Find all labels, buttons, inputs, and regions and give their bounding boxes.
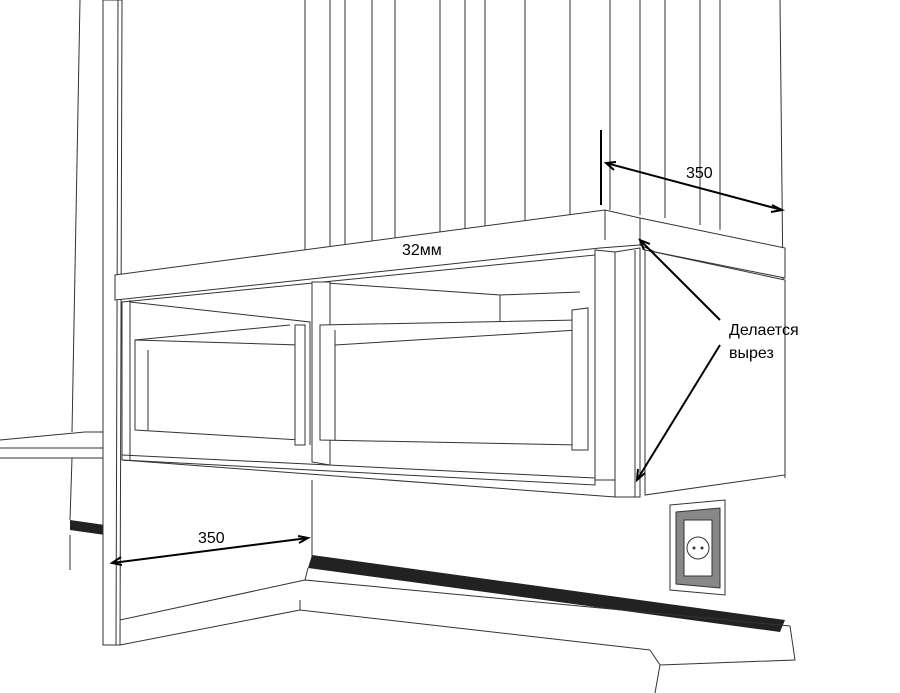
- thickness-label: 32мм: [402, 242, 442, 259]
- left-countertop: [0, 0, 105, 570]
- cabinet-body: [121, 247, 786, 498]
- power-socket-icon: [669, 499, 726, 596]
- dimension-label-top: 350: [686, 165, 713, 182]
- cutout-label-line1: Делается: [729, 322, 799, 339]
- countertop: [119, 555, 796, 693]
- dimension-arrows: [109, 130, 786, 566]
- left-side-panel: [102, 0, 123, 646]
- cutout-label-line2: вырез: [729, 345, 774, 362]
- dimension-label-bottom: 350: [198, 530, 225, 547]
- cabinet-top: [114, 209, 786, 301]
